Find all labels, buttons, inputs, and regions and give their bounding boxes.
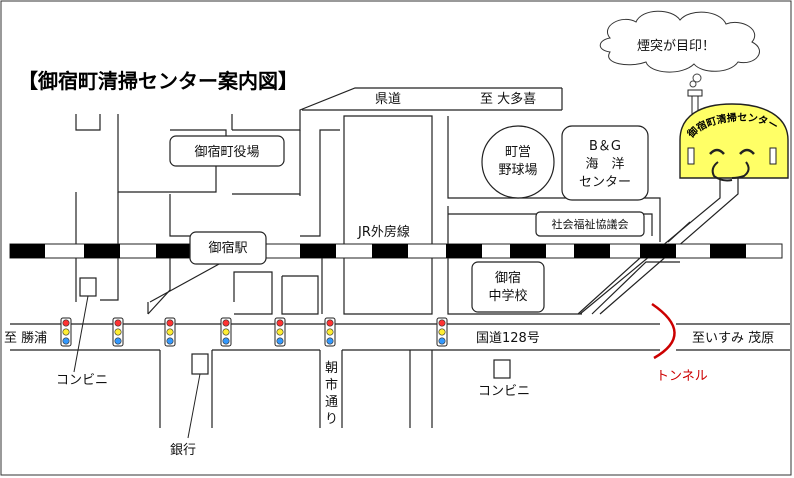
svg-text:センター: センター [579,175,631,190]
traffic-signals [60,317,448,347]
road-network [10,87,790,428]
label-to-katsuura: 至 勝浦 [4,331,47,346]
bank-marker [191,353,209,375]
traffic-signal-icon [274,317,286,347]
map-title: 【御宿町清掃センター案内図】 [18,69,298,93]
smiley-face-icon [709,148,755,182]
svg-text:野球場: 野球場 [498,163,537,178]
cleaning-center-building: 御宿町清掃センター [679,103,789,182]
facility-bg-center: B＆G 海 洋 センター [561,125,649,201]
chimney-icon [687,89,703,117]
center-window-right [769,147,777,165]
svg-text:り: り [325,412,338,427]
traffic-signal-icon [436,317,448,347]
facility-station: 御宿駅 [189,231,267,265]
svg-text:B＆G: B＆G [589,139,621,154]
konbini-right-marker [493,359,511,379]
label-kendo: 県道 [375,92,401,107]
svg-text:御宿駅: 御宿駅 [208,240,247,256]
label-konbini-right: コンビニ [478,384,530,399]
cloud-text: 煙突が目印！ [637,38,715,54]
smoke-cloud: 煙突が目印！ [599,10,760,73]
svg-text:町営: 町営 [505,145,531,160]
traffic-signal-icon [324,317,336,347]
label-jr-line: JR外房線 [357,224,410,240]
center-window-left [687,147,695,165]
svg-text:社会福祉協議会: 社会福祉協議会 [552,217,629,231]
svg-text:通: 通 [325,395,338,410]
traffic-signal-icon [164,317,176,347]
label-tunnel: トンネル [656,369,708,384]
svg-text:中学校: 中学校 [488,288,527,304]
traffic-signal-icon [60,317,72,347]
bank-leader [187,373,201,439]
konbini-left-leader [73,295,89,373]
konbini-left-marker [79,277,97,297]
facility-school: 御宿 中学校 [471,261,545,313]
label-route128: 国道128号 [476,331,540,346]
traffic-signal-icon [220,317,232,347]
svg-text:御宿町役場: 御宿町役場 [194,144,259,160]
label-asaichi-dori: 朝 市 通 り [325,361,338,427]
facility-baseball: 町営 野球場 [481,125,555,199]
svg-text:海 洋: 海 洋 [585,157,624,172]
svg-text:市: 市 [325,377,338,393]
railway-jr-sotobo [9,243,783,259]
smoke-puff-icon [689,73,702,88]
svg-text:御宿: 御宿 [495,270,521,286]
svg-text:朝: 朝 [325,361,338,376]
traffic-signal-icon [112,317,124,347]
label-to-isumi: 至いすみ 茂原 [692,331,774,346]
label-to-otaki: 至 大多喜 [480,91,536,107]
tunnel-arc [651,302,676,360]
facility-welfare: 社会福祉協議会 [535,211,645,237]
label-konbini-left: コンビニ [56,373,108,388]
label-bank: 銀行 [170,443,196,458]
facility-town-hall: 御宿町役場 [169,135,285,167]
